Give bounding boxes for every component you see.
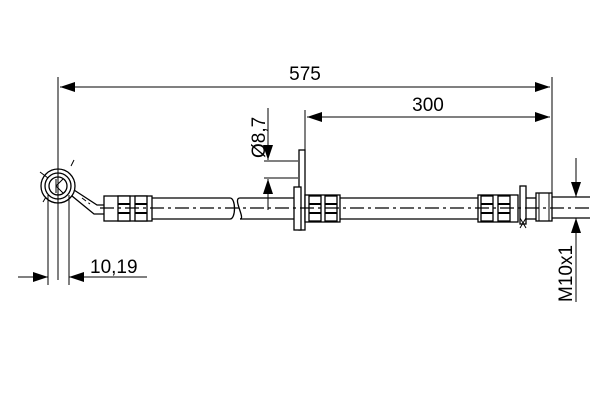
arrow-up-icon xyxy=(263,179,273,194)
eye-offset-label: 10,19 xyxy=(90,257,138,278)
arrow-right-icon xyxy=(33,272,48,282)
dimension-bracket-diameter: Ø8,7 xyxy=(249,108,298,210)
overall-length-label: 575 xyxy=(289,64,321,85)
dimension-partial-length: 300 xyxy=(304,95,550,192)
threaded-end-fitting xyxy=(526,192,590,222)
arrow-left-icon xyxy=(60,82,75,92)
partial-length-label: 300 xyxy=(412,95,444,116)
mounting-bracket xyxy=(293,149,306,231)
bracket-diameter-label: Ø8,7 xyxy=(249,117,270,158)
arrow-right-icon xyxy=(535,112,550,122)
banjo-eye-fitting xyxy=(39,159,104,215)
dimension-thread: M10x1 xyxy=(555,158,585,302)
dimension-overall-length: 575 xyxy=(57,64,553,280)
arrow-down-icon xyxy=(263,145,273,160)
hose-segment-left xyxy=(152,197,230,220)
arrow-right-icon xyxy=(535,82,550,92)
hose-segment-right xyxy=(340,197,478,220)
arrow-down-icon xyxy=(571,182,581,197)
right-bracket-clip xyxy=(519,185,527,229)
dimension-eye-offset: 10,19 xyxy=(18,195,147,285)
hose-segment-middle-left xyxy=(240,197,297,220)
arrow-up-icon xyxy=(571,218,581,233)
arrow-left-icon xyxy=(69,272,84,282)
arrow-left-icon xyxy=(307,112,322,122)
thread-label: M10x1 xyxy=(556,245,577,302)
